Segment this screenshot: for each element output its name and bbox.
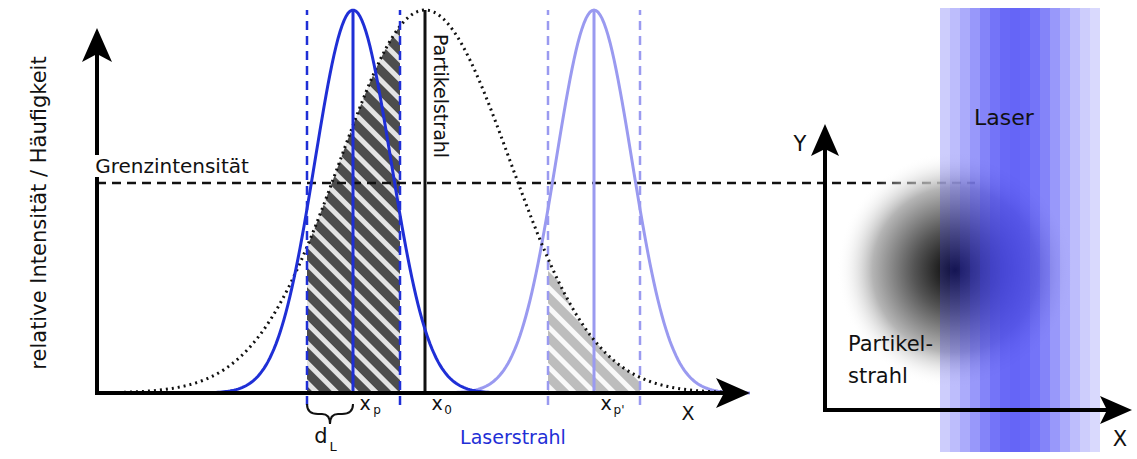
threshold-line <box>97 182 975 185</box>
laser-edge <box>306 10 309 405</box>
x-axis <box>95 391 725 395</box>
laser-band <box>1020 8 1030 452</box>
x-axis <box>823 408 1110 412</box>
axis-arrow <box>811 124 839 156</box>
subscript: p <box>371 404 383 417</box>
axis-label: X <box>679 403 696 424</box>
laser-curve-shifted <box>440 10 750 393</box>
y-axis <box>823 145 827 412</box>
laser-center <box>352 10 355 393</box>
laser-band <box>1040 8 1050 452</box>
subscript: p' <box>612 404 627 417</box>
y-axis <box>95 50 99 394</box>
symbol: d <box>312 425 329 448</box>
beam-label: Partikel- strahl <box>846 329 960 392</box>
threshold-label: Grenzintensität <box>93 155 251 177</box>
subscript: 0 <box>442 404 454 417</box>
laser-center-shifted <box>593 10 596 393</box>
symbol: x <box>357 393 372 414</box>
laser-band <box>1010 8 1020 452</box>
beam-sketch <box>811 8 1132 452</box>
axis-label: X <box>1111 428 1129 451</box>
symbol: x <box>598 393 613 414</box>
laser-band <box>940 8 950 452</box>
intensity-plot <box>82 10 975 424</box>
subscript: L <box>327 440 338 454</box>
laser-band <box>1090 8 1100 452</box>
beam-label: Laser <box>972 106 1036 130</box>
laser-band <box>1070 8 1080 452</box>
laser-band <box>1060 8 1070 452</box>
laser-edge-shifted <box>639 10 642 405</box>
axis-label: Y <box>792 133 809 156</box>
axis-arrow <box>82 28 112 62</box>
axis-title: relative Intensität / Häufigkeit <box>28 54 51 371</box>
width-brace <box>307 404 353 424</box>
laser-band <box>960 8 970 452</box>
laser-band <box>1000 8 1010 452</box>
symbol: x <box>429 393 444 414</box>
laser-edge <box>399 10 402 405</box>
laser-band <box>980 8 990 452</box>
laser-edge-shifted <box>547 10 550 405</box>
laser-curve <box>200 10 520 393</box>
laser-band <box>950 8 960 452</box>
laser-band <box>990 8 1000 452</box>
laser-band <box>1050 8 1060 452</box>
laser-band <box>1080 8 1090 452</box>
axis-arrow <box>716 378 750 408</box>
curve-label: Laserstrahl <box>458 427 568 448</box>
laser-band <box>1030 8 1040 452</box>
curve-label: Partikelstrahl <box>431 32 452 160</box>
axis-arrow <box>1100 396 1132 424</box>
particle-curve <box>100 10 744 393</box>
laser-band <box>970 8 980 452</box>
